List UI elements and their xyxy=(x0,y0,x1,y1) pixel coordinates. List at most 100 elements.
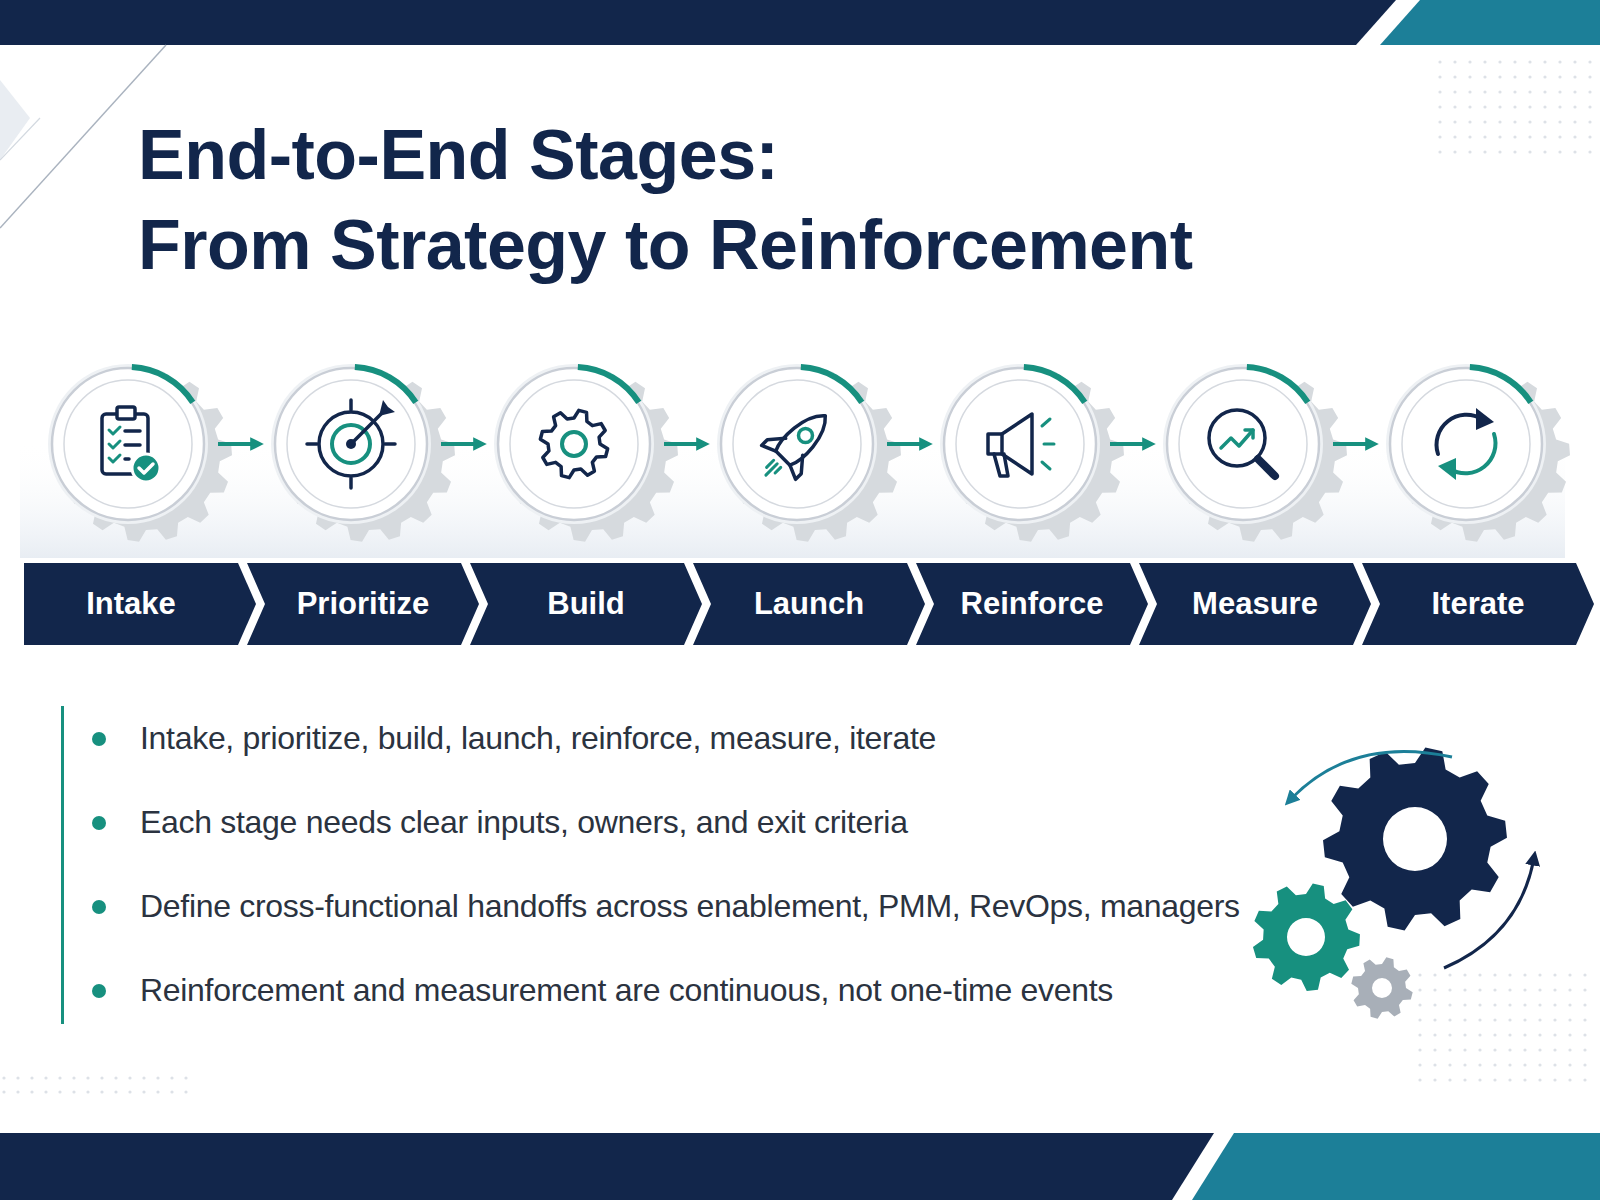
dot xyxy=(1588,90,1591,93)
dot xyxy=(1543,90,1546,93)
dot xyxy=(1513,120,1516,123)
crosshair-line xyxy=(349,400,353,410)
dot xyxy=(86,1090,89,1093)
dot xyxy=(1553,973,1556,976)
dot xyxy=(1583,1018,1586,1021)
chevron-shape xyxy=(247,563,479,645)
top-band xyxy=(0,0,1396,45)
chevron-shape xyxy=(1362,563,1594,645)
refresh-arc xyxy=(1450,434,1495,473)
dot xyxy=(1523,1048,1526,1051)
gear-hub xyxy=(562,432,586,456)
dot xyxy=(1478,1063,1481,1066)
dot xyxy=(1508,1063,1511,1066)
rocket-window xyxy=(796,426,816,446)
dot xyxy=(142,1076,145,1079)
stage-label: Prioritize xyxy=(297,586,430,622)
dot xyxy=(1433,1033,1436,1036)
dot xyxy=(1553,1048,1556,1051)
circle-shadow xyxy=(271,364,431,524)
title-line: From Strategy to Reinforcement xyxy=(138,206,1193,284)
inner-ring xyxy=(1179,380,1307,508)
dot xyxy=(1513,60,1516,63)
dot xyxy=(1528,135,1531,138)
dot xyxy=(1493,1003,1496,1006)
cycle-arrow xyxy=(1444,858,1534,968)
dot xyxy=(1583,1003,1586,1006)
chevron-band: Measure xyxy=(1139,563,1371,645)
dot xyxy=(1468,75,1471,78)
dot xyxy=(1528,90,1531,93)
dot xyxy=(1513,75,1516,78)
title: End-to-End Stages: From Strategy to Rein… xyxy=(138,110,1193,290)
chevron-shape xyxy=(24,563,256,645)
dot xyxy=(1448,1048,1451,1051)
dot xyxy=(1418,988,1421,991)
dot xyxy=(114,1076,117,1079)
dot-grid xyxy=(2,1076,187,1093)
dot xyxy=(1588,120,1591,123)
megaphone-body xyxy=(988,414,1032,474)
dot xyxy=(156,1090,159,1093)
dot xyxy=(1528,105,1531,108)
dot xyxy=(1463,1018,1466,1021)
dot xyxy=(16,1076,19,1079)
dot xyxy=(1528,75,1531,78)
gear-icon xyxy=(540,410,607,477)
dot xyxy=(170,1090,173,1093)
dot xyxy=(1463,1048,1466,1051)
dot xyxy=(1543,120,1546,123)
flow-arrow xyxy=(664,442,703,446)
dot xyxy=(1478,1048,1481,1051)
cycle-arrow xyxy=(1290,751,1452,800)
dot xyxy=(1483,120,1486,123)
refresh-head xyxy=(1438,458,1456,480)
dot xyxy=(1553,1018,1556,1021)
dot xyxy=(1493,973,1496,976)
dot xyxy=(44,1076,47,1079)
inner-ring xyxy=(1402,380,1530,508)
dot xyxy=(1573,150,1576,153)
dot xyxy=(184,1090,187,1093)
dot xyxy=(1513,90,1516,93)
dot xyxy=(1588,75,1591,78)
chevron-text-wrap: Measure xyxy=(1157,563,1353,645)
dot xyxy=(1588,135,1591,138)
dot xyxy=(1523,973,1526,976)
megaphone-icon xyxy=(988,414,1054,476)
dot xyxy=(170,1076,173,1079)
gear-symbol xyxy=(1351,957,1412,1018)
dot xyxy=(1453,150,1456,153)
dot xyxy=(1468,135,1471,138)
dot xyxy=(1453,75,1456,78)
chevron-shape xyxy=(693,563,925,645)
top-band-accent xyxy=(1380,0,1600,45)
dot xyxy=(1483,105,1486,108)
rocket-flame xyxy=(775,467,781,473)
dot xyxy=(1543,105,1546,108)
inner-ring xyxy=(733,380,861,508)
refresh-arc xyxy=(1437,415,1482,454)
chevron-shape xyxy=(470,563,702,645)
crosshair-line xyxy=(385,442,395,446)
dot xyxy=(1568,1048,1571,1051)
dot xyxy=(1523,1018,1526,1021)
dot xyxy=(30,1076,33,1079)
dot xyxy=(1468,60,1471,63)
dot xyxy=(72,1090,75,1093)
dot xyxy=(1468,105,1471,108)
dot xyxy=(1543,135,1546,138)
dot xyxy=(72,1076,75,1079)
dot xyxy=(1478,1018,1481,1021)
dot xyxy=(1418,1078,1421,1081)
dart-shaft xyxy=(351,412,383,444)
stage-icon xyxy=(1386,364,1570,542)
stage-node: Prioritize xyxy=(263,364,439,645)
dot xyxy=(2,1090,5,1093)
dot xyxy=(1463,1063,1466,1066)
dot xyxy=(1438,90,1441,93)
dot xyxy=(1433,1048,1436,1051)
dot xyxy=(1508,973,1511,976)
megaphone-line xyxy=(1000,434,1004,454)
stage-label: Reinforce xyxy=(961,586,1104,622)
